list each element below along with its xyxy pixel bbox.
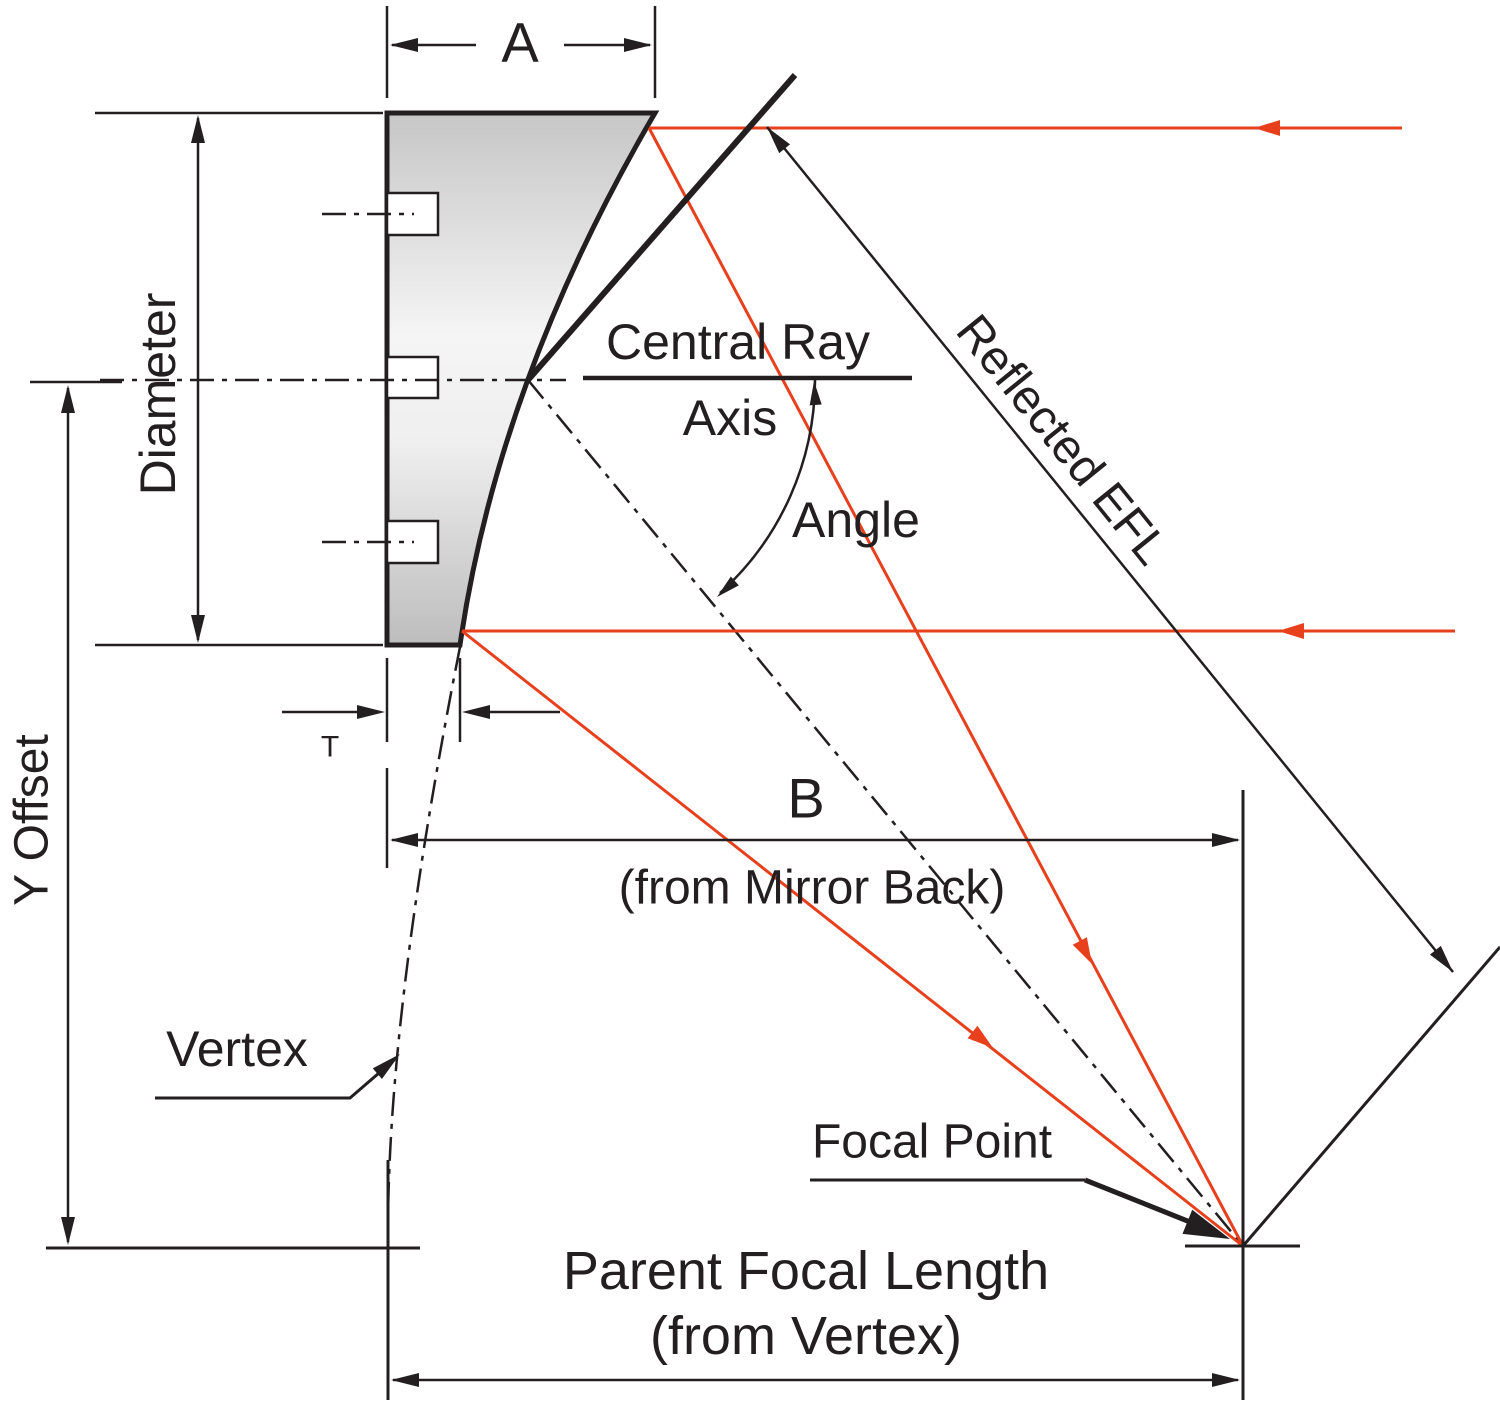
dim-pfl-arrow-right [1212, 1373, 1240, 1387]
focal-leader-arrow [1182, 1209, 1230, 1239]
incoming-ray-top-arrow [1254, 120, 1280, 136]
reflected-ray-top-arrow [1072, 937, 1092, 964]
dim-b-arrow-left [390, 833, 418, 847]
label-diameter: Diameter [130, 293, 186, 496]
vertex-leader-arrow [372, 1054, 400, 1079]
dim-pfl-arrow-left [391, 1373, 419, 1387]
central-reflected-axis-dashdot [527, 379, 1244, 1247]
label-axis: Axis [683, 390, 777, 446]
dim-yoffset-arrow-top [61, 385, 75, 413]
label-central-ray: Central Ray [606, 314, 870, 370]
label-vertex: Vertex [166, 1021, 308, 1077]
label-y-offset: Y Offset [6, 734, 59, 906]
label-pfl-subtitle: (from Vertex) [650, 1306, 962, 1366]
reflected-ray-bottom [461, 629, 1244, 1248]
label-b: B [787, 767, 824, 830]
label-focal-point: Focal Point [812, 1116, 1052, 1169]
angle-arc-arrow-top [809, 381, 822, 406]
efl-ext-mirror [525, 73, 798, 382]
label-angle: Angle [792, 492, 920, 548]
dim-t-arrow-right [462, 705, 490, 719]
dim-diameter-arrow-bottom [191, 615, 205, 643]
efl-arrow-bottom [1429, 945, 1453, 972]
reflected-ray-top [647, 127, 1245, 1247]
label-a: A [501, 11, 539, 74]
label-reflected-efl: Reflected EFL [946, 305, 1179, 575]
dim-b-arrow-right [1212, 833, 1240, 847]
dim-t-arrow-left [357, 705, 385, 719]
dim-yoffset-arrow-bottom [61, 1217, 75, 1245]
mirror-notch-2 [385, 355, 440, 400]
dim-a-arrow-right [624, 38, 652, 52]
focal-leader-line [1084, 1177, 1191, 1225]
dim-a-arrow-left [390, 38, 418, 52]
incoming-ray-bottom-arrow [1278, 623, 1304, 639]
angle-arc-arrow-bottom [717, 576, 739, 597]
efl-arrow-top [767, 127, 791, 154]
efl-ext-focal [1241, 946, 1500, 1247]
parent-parabola-dashdot [386, 646, 462, 1247]
angle-arc [719, 379, 817, 594]
label-parent-focal-length: Parent Focal Length [563, 1241, 1049, 1301]
label-thickness: T [321, 731, 339, 764]
efl-dim-line [766, 126, 1454, 973]
label-b-subtitle: (from Mirror Back) [619, 862, 1006, 915]
dim-diameter-arrow-top [191, 115, 205, 143]
reflected-ray-bottom-arrow [967, 1025, 993, 1048]
